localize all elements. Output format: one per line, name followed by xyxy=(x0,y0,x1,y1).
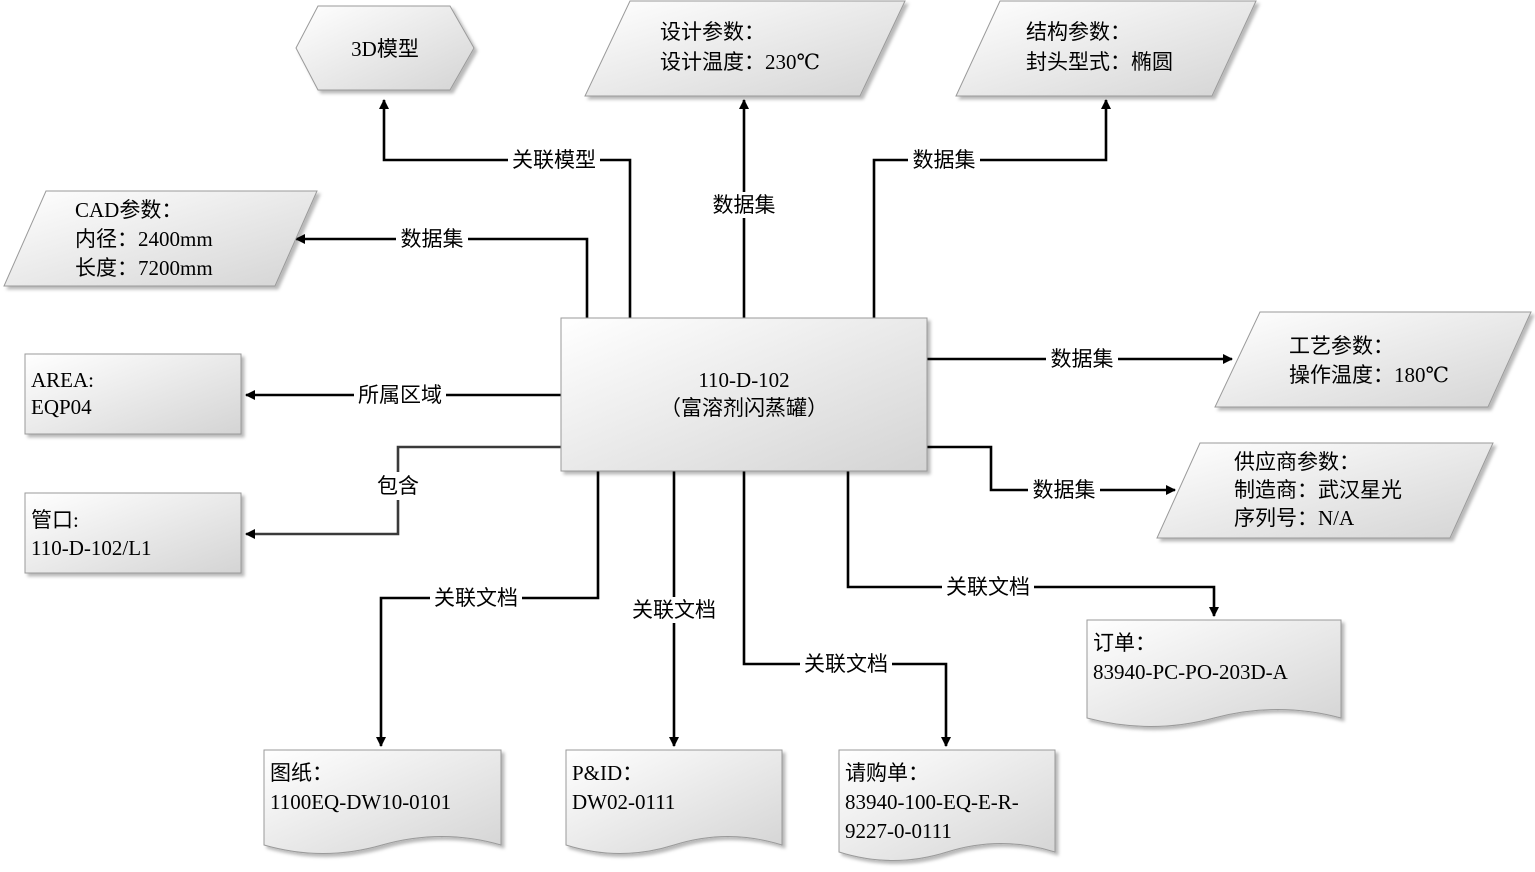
requisition-document-node[interactable]: 请购单： 83940-100-EQ-E-R- 9227-0-0111 xyxy=(838,749,1056,861)
area-node[interactable]: AREA: EQP04 xyxy=(24,353,242,435)
edge-label-to-nozzle: 包含 xyxy=(377,474,419,498)
nozzle-title: 管口: xyxy=(31,508,79,532)
pid-document-node[interactable]: P&ID： DW02-0111 xyxy=(565,749,783,854)
3d-model-node[interactable]: 3D模型 xyxy=(295,5,475,91)
process-params-node[interactable]: 工艺参数： 操作温度：180℃ xyxy=(1214,311,1532,408)
nozzle-value: 110-D-102/L1 xyxy=(31,536,152,560)
edge-label-to-pid: 关联文档 xyxy=(632,598,716,622)
edge-label-to-supplier-params: 数据集 xyxy=(1033,478,1096,502)
order-title: 订单： xyxy=(1093,631,1156,655)
edge-labels: 关联模型 数据集 数据集 数据集 所属区域 包含 数据集 数据集 关联文档 关联… xyxy=(354,147,1118,677)
structure-params-node[interactable]: 结构参数： 封头型式：椭圆 xyxy=(955,0,1257,97)
center-equipment-tag: 110-D-102 xyxy=(698,368,789,392)
supplier-params-serial: 序列号：N/A xyxy=(1234,506,1355,530)
edge-label-to-3d-model: 关联模型 xyxy=(512,148,596,172)
edge-label-to-drawing: 关联文档 xyxy=(434,586,518,610)
process-params-operating-temp: 操作温度：180℃ xyxy=(1289,363,1449,387)
pid-title: P&ID： xyxy=(572,761,643,785)
structure-params-title: 结构参数： xyxy=(1026,20,1131,44)
edge-label-to-cad-params: 数据集 xyxy=(401,227,464,251)
drawing-document-node[interactable]: 图纸： 1100EQ-DW10-0101 xyxy=(263,749,502,854)
3d-model-label: 3D模型 xyxy=(351,37,419,61)
center-equipment-node[interactable]: 110-D-102 （富溶剂闪蒸罐） xyxy=(560,317,928,472)
connector-to-structure-params xyxy=(872,99,1111,318)
edge-label-to-order: 关联文档 xyxy=(946,575,1030,599)
supplier-params-manufacturer: 制造商：武汉星光 xyxy=(1234,478,1402,502)
cad-params-title: CAD参数： xyxy=(75,198,182,222)
edge-label-to-requisition: 关联文档 xyxy=(804,652,888,676)
edge-label-to-process-params: 数据集 xyxy=(1051,347,1114,371)
drawing-title: 图纸： xyxy=(270,761,333,785)
design-params-node[interactable]: 设计参数： 设计温度：230℃ xyxy=(584,0,906,97)
supplier-params-title: 供应商参数： xyxy=(1234,450,1360,474)
design-params-temperature: 设计温度：230℃ xyxy=(660,50,820,74)
structure-params-head-type: 封头型式：椭圆 xyxy=(1026,50,1173,74)
cad-params-inner-diameter: 内径：2400mm xyxy=(75,227,213,251)
edge-label-to-structure-params: 数据集 xyxy=(913,148,976,172)
connector-to-requisition xyxy=(742,471,951,747)
requisition-number-line1: 83940-100-EQ-E-R- xyxy=(845,790,1019,814)
drawing-number: 1100EQ-DW10-0101 xyxy=(270,790,451,814)
order-number: 83940-PC-PO-203D-A xyxy=(1093,660,1289,684)
design-params-title: 设计参数： xyxy=(660,20,765,44)
process-params-title: 工艺参数： xyxy=(1289,334,1394,358)
order-document-node[interactable]: 订单： 83940-PC-PO-203D-A xyxy=(1086,619,1342,727)
pid-number: DW02-0111 xyxy=(572,790,675,814)
connector-to-3d-model xyxy=(379,99,632,318)
requisition-title: 请购单： xyxy=(845,761,929,785)
edge-label-to-design-params: 数据集 xyxy=(713,193,776,217)
area-value: EQP04 xyxy=(31,395,92,419)
connector-to-cad-params xyxy=(295,234,589,318)
nozzle-node[interactable]: 管口: 110-D-102/L1 xyxy=(24,492,242,574)
edge-label-to-area: 所属区域 xyxy=(358,383,442,407)
center-equipment-name: （富溶剂闪蒸罐） xyxy=(660,396,828,420)
requisition-number-line2: 9227-0-0111 xyxy=(845,819,952,843)
area-title: AREA: xyxy=(31,368,94,392)
cad-params-length: 长度：7200mm xyxy=(75,256,213,280)
supplier-params-node[interactable]: 供应商参数： 制造商：武汉星光 序列号：N/A xyxy=(1156,442,1494,539)
cad-params-node[interactable]: CAD参数： 内径：2400mm 长度：7200mm xyxy=(3,190,318,287)
